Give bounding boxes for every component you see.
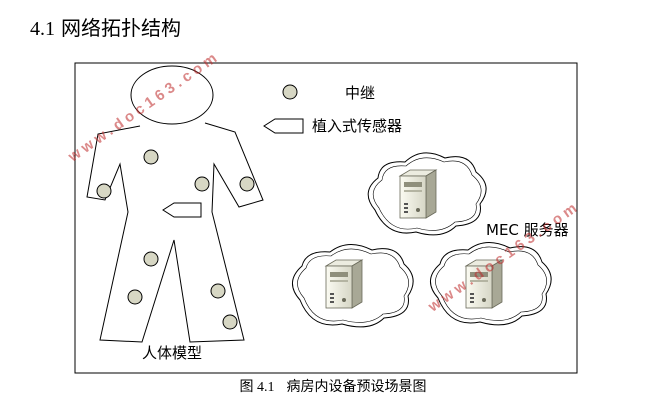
human-body-model [86,65,264,343]
figure-caption: 图 4.1 病房内设备预设场景图 [0,378,666,397]
section-title: 网络拓扑结构 [61,16,181,40]
relay-node [143,251,159,267]
legend-relay-label: 中继 [345,84,376,102]
relay-node [143,149,159,165]
section-number: 4.1 [30,18,55,40]
mec-cloud [367,152,487,236]
relay-node [210,283,226,299]
legend-relay-icon [282,84,298,100]
figure-number: 图 4.1 [239,380,275,395]
relay-node [127,289,143,305]
relay-node [194,176,210,192]
section-heading: 4.1 网络拓扑结构 [30,14,181,43]
figure-caption-text: 病房内设备预设场景图 [286,379,427,395]
server-icon [399,169,437,219]
legend-implant-label: 植入式传感器 [312,117,403,135]
legend-implant-icon [263,118,304,134]
body-model-label: 人体模型 [142,344,203,362]
mec-cloud [292,244,414,328]
mec-server-label: MEC 服务器 [486,221,569,239]
relay-nodes [96,149,255,330]
server-icon [325,259,363,309]
relay-node [96,183,112,199]
implant-sensor [162,202,202,218]
relay-node [239,176,255,192]
figure-frame [74,62,578,374]
mec-cloud [430,242,552,326]
relay-node [222,314,238,330]
